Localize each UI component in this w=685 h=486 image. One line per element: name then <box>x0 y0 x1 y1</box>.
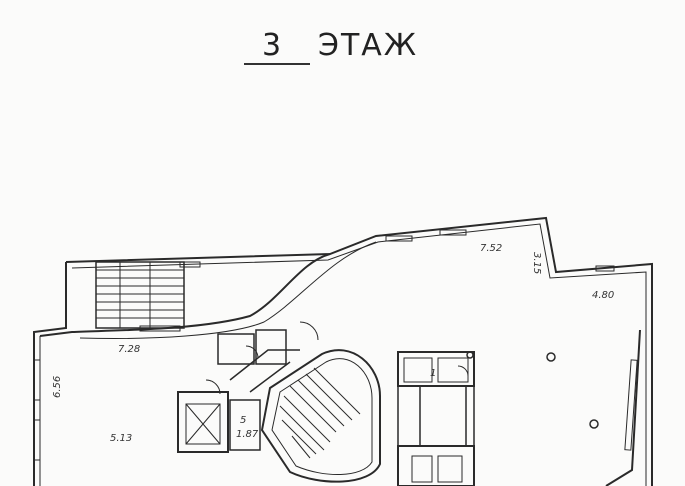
floor-underline <box>244 63 310 65</box>
elevator-car <box>185 403 221 445</box>
door-swing-2 <box>205 379 221 395</box>
room-area-label: 5.13 <box>110 433 133 444</box>
windows-left <box>33 359 638 461</box>
room-area-label: 1.87 <box>236 429 259 440</box>
dimension-label: 6.56 <box>52 375 63 398</box>
wc-room-1 <box>403 357 433 383</box>
wc-room-2 <box>437 357 469 383</box>
small-room-mid <box>255 329 287 365</box>
windows-top <box>139 229 615 332</box>
dimension-label: 3.15 <box>531 252 542 275</box>
column <box>466 351 474 359</box>
elevator-shaft <box>177 391 229 453</box>
stair-treads-left <box>96 262 184 328</box>
corridor-wall <box>229 349 300 393</box>
dimension-label: 7.28 <box>118 344 141 355</box>
room-number-label: 1 <box>430 368 437 379</box>
curved-wall <box>39 253 331 337</box>
column <box>589 419 599 429</box>
door-swing <box>245 345 259 359</box>
floor-title: 3 ЭТАЖ <box>0 24 685 65</box>
right-block-corridor <box>419 385 467 447</box>
small-room-left <box>217 333 255 365</box>
column <box>546 352 556 362</box>
service-room <box>229 399 261 451</box>
outer-wall <box>33 262 67 486</box>
floor-number: 3 <box>262 28 283 63</box>
dimension-label: 4.80 <box>592 290 615 301</box>
door-swing-3 <box>457 365 469 377</box>
curved-wall-inner <box>79 241 377 339</box>
door-swing-4 <box>299 321 319 341</box>
wc-room-3 <box>411 455 433 483</box>
right-angled-wall <box>605 329 641 486</box>
elevator-cross <box>185 403 221 445</box>
floor-word: ЭТАЖ <box>318 28 419 63</box>
central-stair-oval <box>260 349 381 483</box>
central-stair-treads <box>279 367 361 459</box>
dimension-label: 7.52 <box>480 243 503 254</box>
central-stair-oval-inner <box>271 358 373 475</box>
wc-room-4 <box>437 455 463 483</box>
outer-wall-top-inner <box>71 223 647 486</box>
outer-wall-top <box>65 216 653 486</box>
right-block-bottom <box>397 445 475 486</box>
room-number-label: 5 <box>240 415 247 426</box>
